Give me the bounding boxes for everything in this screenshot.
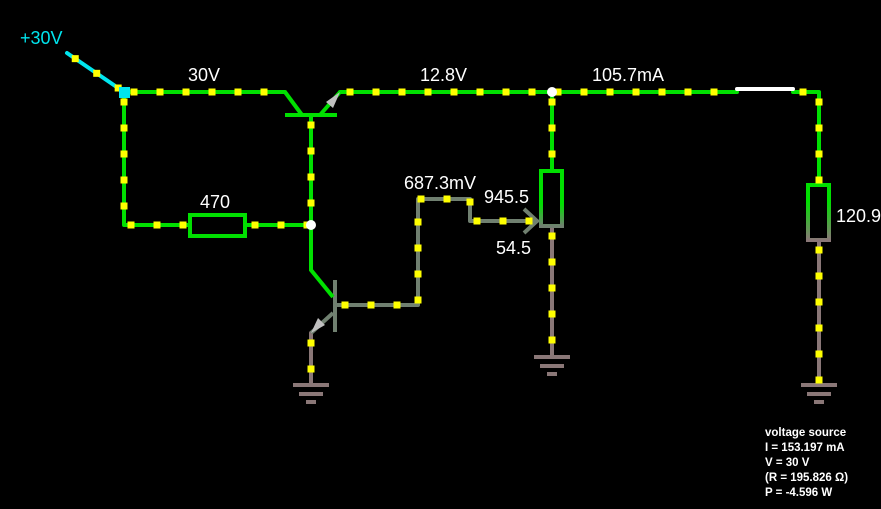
current-dot xyxy=(815,150,823,158)
current-dot xyxy=(815,376,823,384)
current-dot xyxy=(815,124,823,132)
npn-transistor-driver[interactable] xyxy=(309,225,337,335)
emitter-arrow-icon xyxy=(311,318,325,333)
voltage-source-node[interactable] xyxy=(119,87,130,98)
pot-top-label: 945.5 xyxy=(484,187,529,207)
current-dot xyxy=(208,88,216,96)
emitter-arrow-icon xyxy=(326,92,340,108)
wiper-voltage-label: 687.3mV xyxy=(404,173,476,193)
info-power: P = -4.596 W xyxy=(765,487,833,499)
wire[interactable] xyxy=(122,90,192,227)
current-dot xyxy=(179,221,187,229)
current-dot xyxy=(114,84,122,92)
current-dot xyxy=(525,217,533,225)
current-dot xyxy=(502,88,510,96)
current-dot xyxy=(71,55,79,63)
current-dot xyxy=(307,121,315,129)
potentiometer[interactable] xyxy=(539,169,564,228)
current-dot xyxy=(548,98,556,106)
current-dot xyxy=(632,88,640,96)
current-dot xyxy=(120,124,128,132)
current-dot xyxy=(476,88,484,96)
potentiometer-wiper-arrow-icon xyxy=(522,207,540,235)
current-dot xyxy=(93,69,101,77)
current-dot xyxy=(548,232,556,240)
current-dot xyxy=(346,88,354,96)
junction-node xyxy=(306,220,316,230)
current-dot xyxy=(307,199,315,207)
pot-bottom-label: 54.5 xyxy=(496,238,531,258)
current-dot xyxy=(417,195,425,203)
resistor-value-label: 470 xyxy=(200,192,230,212)
current-dot xyxy=(499,217,507,225)
current-dot xyxy=(815,272,823,280)
wire[interactable] xyxy=(791,90,821,187)
current-dot xyxy=(120,98,128,106)
current-dot xyxy=(393,301,401,309)
current-dot xyxy=(548,258,556,266)
info-panel: voltage source I = 153.197 mA V = 30 V (… xyxy=(765,426,848,501)
current-dot xyxy=(815,298,823,306)
current-dot xyxy=(450,88,458,96)
current-dot xyxy=(277,221,285,229)
current-dot xyxy=(234,88,242,96)
current-dot xyxy=(120,202,128,210)
current-dot xyxy=(307,173,315,181)
current-dot xyxy=(815,98,823,106)
current-dot xyxy=(443,195,451,203)
info-title: voltage source xyxy=(765,427,847,439)
current-dot xyxy=(307,147,315,155)
junction-node xyxy=(547,87,557,97)
resistor-470[interactable] xyxy=(188,213,247,238)
current-dot xyxy=(580,88,588,96)
info-voltage: V = 30 V xyxy=(765,457,810,469)
current-dot xyxy=(307,339,315,347)
current-dot xyxy=(341,301,349,309)
current-dot xyxy=(414,270,422,278)
current-dot xyxy=(367,301,375,309)
info-resistance: (R = 195.826 Ω) xyxy=(765,472,849,484)
current-dot xyxy=(307,365,315,373)
current-dot xyxy=(548,336,556,344)
current-label: 105.7mA xyxy=(592,65,664,85)
current-dot xyxy=(815,350,823,358)
current-dot xyxy=(414,218,422,226)
current-dot xyxy=(548,124,556,132)
current-dot xyxy=(398,88,406,96)
current-dot xyxy=(684,88,692,96)
current-dot xyxy=(156,88,164,96)
load-resistor-label: 120.9 xyxy=(836,206,881,226)
current-dot xyxy=(130,88,138,96)
current-dot xyxy=(528,88,536,96)
current-dot xyxy=(153,221,161,229)
current-dot xyxy=(182,88,190,96)
current-dot xyxy=(120,150,128,158)
current-dot xyxy=(815,246,823,254)
current-dot xyxy=(658,88,666,96)
current-dot xyxy=(606,88,614,96)
current-dot xyxy=(260,88,268,96)
current-dot xyxy=(548,310,556,318)
current-dot xyxy=(554,88,562,96)
voltage-label: 30V xyxy=(188,65,220,85)
info-current: I = 153.197 mA xyxy=(765,442,845,454)
current-dot xyxy=(127,221,135,229)
current-dot xyxy=(120,176,128,184)
current-dot xyxy=(424,88,432,96)
current-dot xyxy=(548,284,556,292)
source-label: +30V xyxy=(20,28,63,48)
current-dot xyxy=(710,88,718,96)
current-dot xyxy=(815,176,823,184)
current-dot xyxy=(473,217,481,225)
current-dot xyxy=(799,88,807,96)
current-dot xyxy=(548,150,556,158)
load-resistor[interactable] xyxy=(806,183,831,242)
current-dot xyxy=(815,324,823,332)
voltage-label: 12.8V xyxy=(420,65,467,85)
current-dot xyxy=(414,296,422,304)
current-dot xyxy=(372,88,380,96)
current-dot xyxy=(466,198,474,206)
current-dot xyxy=(414,244,422,252)
current-dot xyxy=(251,221,259,229)
